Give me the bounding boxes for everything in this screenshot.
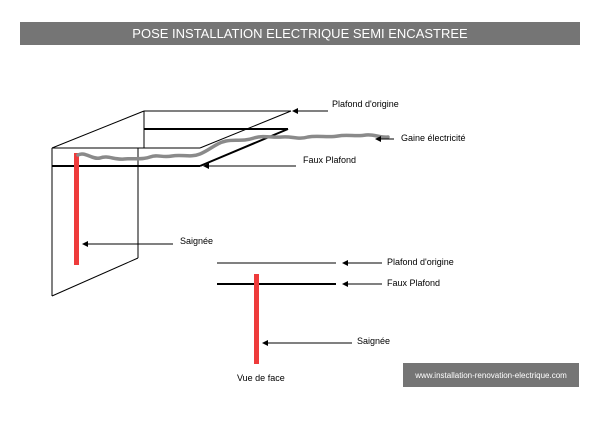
- wall-bottom-edge: [51, 257, 139, 297]
- front-arrows: [262, 260, 382, 346]
- faux-plafond-side: [199, 128, 289, 167]
- label-faux-plafond-top: Faux Plafond: [303, 155, 357, 165]
- caption-vue-de-face: Vue de face: [237, 373, 285, 383]
- label-plafond-origine-front: Plafond d'origine: [387, 257, 454, 267]
- diagram-title: POSE INSTALLATION ELECTRIQUE SEMI ENCAST…: [132, 26, 468, 41]
- top-arrows: [82, 108, 394, 247]
- label-saignee-left: Saignée: [180, 236, 214, 246]
- label-plafond-origine-top: Plafond d'origine: [332, 99, 399, 109]
- label-saignee-front: Saignée: [357, 336, 391, 346]
- label-faux-plafond-front: Faux Plafond: [387, 278, 441, 288]
- watermark: www.installation-renovation-electrique.c…: [403, 363, 579, 387]
- saignee-perspective: [74, 153, 79, 265]
- watermark-url: www.installation-renovation-electrique.c…: [415, 370, 567, 380]
- gaine-cable: [76, 133, 390, 161]
- label-gaine-electricite: Gaine électricité: [401, 133, 466, 143]
- front-view: [217, 262, 336, 364]
- top-left-edge: [51, 110, 145, 149]
- saignee-front: [254, 274, 259, 364]
- title-bar: POSE INSTALLATION ELECTRIQUE SEMI ENCAST…: [20, 22, 580, 45]
